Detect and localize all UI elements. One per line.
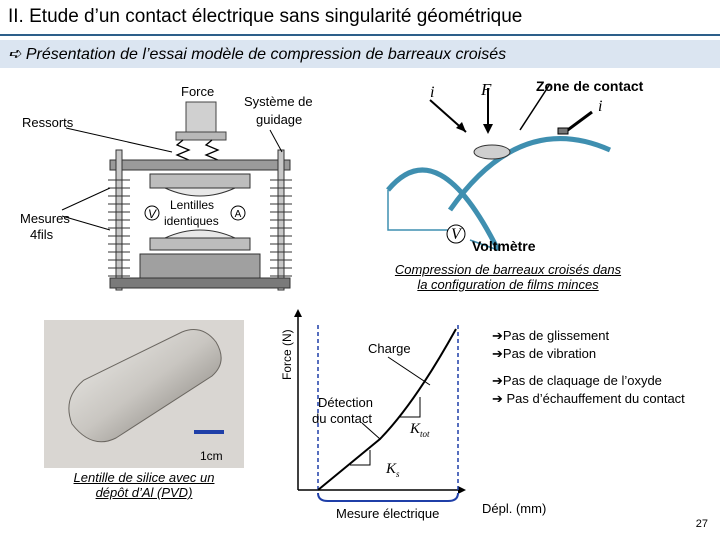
ressorts-label: Ressorts bbox=[22, 115, 74, 130]
lentilles-label-2: identiques bbox=[164, 214, 219, 228]
mesures-pointer bbox=[61, 187, 111, 211]
zone-pointer bbox=[519, 83, 551, 131]
a-symbol-text: A bbox=[235, 209, 242, 220]
arrowhead-in bbox=[456, 122, 466, 132]
arrowhead-force bbox=[483, 124, 493, 134]
lentilles-label-1: Lentilles bbox=[170, 198, 215, 212]
x-axis-arrow bbox=[458, 486, 466, 494]
lens-shape bbox=[68, 329, 222, 443]
current-arrow-out bbox=[564, 110, 593, 134]
bullet-2: ➔Pas de vibration bbox=[492, 346, 597, 361]
k-tot-symbol: K bbox=[410, 421, 421, 437]
detection-pointer bbox=[361, 422, 381, 440]
apparatus-schematic: V A bbox=[61, 101, 292, 291]
voltmeter-circle bbox=[446, 224, 466, 244]
subtitle-band bbox=[0, 40, 720, 68]
subtitle-text: Présentation de l’essai modèle de compre… bbox=[25, 46, 507, 63]
photo-caption-2: dépôt d’Al (PVD) bbox=[95, 485, 193, 500]
bullet-1: ➔Pas de glissement bbox=[492, 328, 610, 343]
bullet-3: ➔Pas de claquage de l’oxyde bbox=[492, 373, 662, 388]
lower-holder bbox=[149, 237, 251, 251]
guidage-pointer bbox=[269, 129, 283, 153]
crossed-bars-schematic bbox=[386, 83, 612, 252]
plunger-base bbox=[175, 131, 227, 141]
bullet-4-text: Pas d’échauffement du contact bbox=[506, 391, 685, 406]
lower-bar bbox=[386, 167, 501, 252]
guidage-label-2: guidage bbox=[256, 112, 303, 127]
v-symbol-text: V bbox=[148, 207, 157, 221]
upper-bar bbox=[447, 136, 612, 212]
detection-label-1: Détection bbox=[318, 395, 373, 410]
ammeter-symbol bbox=[230, 205, 246, 221]
charge-label: Charge bbox=[368, 341, 411, 356]
detection-label-2: du contact bbox=[312, 411, 372, 426]
lower-lens bbox=[164, 229, 236, 239]
ressorts-pointer bbox=[65, 127, 173, 153]
force-displacement-graph bbox=[294, 309, 466, 502]
base-block bbox=[139, 253, 261, 279]
force-curve bbox=[317, 328, 457, 491]
k-tot-label: Ktot bbox=[410, 421, 430, 439]
title-rule bbox=[0, 34, 720, 36]
lens-photo bbox=[44, 320, 244, 468]
lens-photo-drawing bbox=[68, 329, 224, 443]
k-tot-sub: tot bbox=[420, 429, 430, 439]
subtitle: ➪ Présentation de l’essai modèle de comp… bbox=[8, 44, 506, 64]
base-plate bbox=[109, 277, 291, 289]
force-label: Force bbox=[181, 84, 215, 99]
mesures-label-2: 4fils bbox=[30, 227, 54, 242]
mesure-bracket bbox=[317, 492, 459, 502]
crossed-bars-caption-2: la configuration de films minces bbox=[417, 277, 599, 292]
top-plate bbox=[109, 159, 291, 171]
scale-bar bbox=[194, 430, 224, 434]
crossed-bars-caption: Compression de barreaux croisés dans la … bbox=[380, 262, 636, 292]
voltmeter-symbol bbox=[144, 205, 160, 221]
x-axis-label: Dépl. (mm) bbox=[482, 501, 547, 516]
slide-title: II. Etude d’un contact électrique sans s… bbox=[8, 6, 523, 27]
crossed-bars-caption-1: Compression de barreaux croisés dans bbox=[394, 262, 622, 277]
v-label: V bbox=[451, 226, 461, 243]
ktot-slope-marker bbox=[400, 397, 421, 418]
guidage-label-1: Système de bbox=[244, 94, 313, 109]
ks-slope-marker bbox=[350, 450, 371, 466]
k-s-symbol: K bbox=[386, 461, 397, 477]
bullet-1-text: Pas de glissement bbox=[502, 328, 610, 343]
photo-caption-1: Lentille de silice avec un bbox=[73, 470, 215, 485]
y-axis-label: Force (N) bbox=[280, 329, 294, 380]
page-number: 27 bbox=[695, 518, 708, 530]
upper-lens bbox=[164, 187, 236, 197]
mesures-pointer-2 bbox=[61, 215, 111, 231]
arrow-right-icon: ➪ bbox=[8, 46, 22, 63]
contact-zone bbox=[473, 144, 511, 160]
mesures-label-1: Mesures bbox=[20, 211, 70, 226]
bullet-4: ➔ Pas d’échauffement du contact bbox=[492, 391, 685, 406]
bullet-3-text: Pas de claquage de l’oxyde bbox=[502, 373, 662, 388]
y-axis-arrow bbox=[294, 309, 302, 317]
upper-holder bbox=[149, 173, 251, 189]
photo-caption: Lentille de silice avec un dépôt d’Al (P… bbox=[44, 470, 244, 500]
k-s-sub: s bbox=[396, 469, 400, 479]
output-terminal bbox=[557, 127, 569, 135]
charge-pointer bbox=[387, 356, 431, 386]
i-label-left: i bbox=[430, 84, 435, 101]
scale-label: 1cm bbox=[200, 449, 223, 463]
mesure-label: Mesure électrique bbox=[336, 506, 440, 521]
wire-right bbox=[469, 239, 499, 251]
i-label-right: i bbox=[598, 98, 603, 115]
voltmetre-label: Voltmètre bbox=[472, 238, 536, 254]
wire-left bbox=[387, 190, 448, 231]
k-s-label: Ks bbox=[386, 461, 400, 479]
bullet-2-text: Pas de vibration bbox=[502, 346, 597, 361]
f-label: F bbox=[481, 80, 492, 99]
zone-contact-label: Zone de contact bbox=[536, 78, 644, 94]
